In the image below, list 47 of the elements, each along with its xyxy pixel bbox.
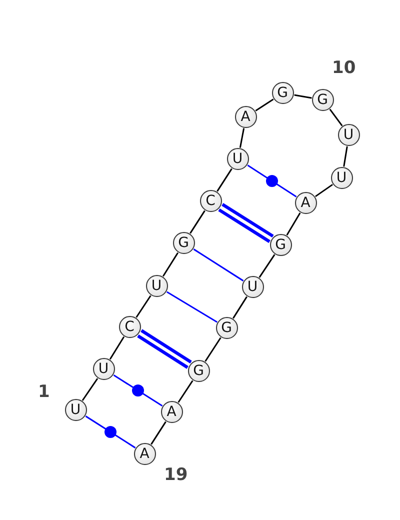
backbone-line — [178, 380, 194, 403]
nucleotide-circle: A — [134, 442, 156, 464]
backbone-line — [190, 210, 206, 234]
backbone-line — [216, 168, 232, 192]
base-pair-line — [217, 202, 275, 244]
position-number: 1 — [38, 382, 50, 402]
position-number: 19 — [164, 465, 188, 485]
nucleotide-circle: C — [200, 190, 222, 212]
nucleotide-circle: U — [226, 148, 248, 170]
base-pair-line — [247, 164, 297, 198]
backbone-line — [136, 295, 152, 318]
backbone-line — [109, 336, 125, 360]
base-pair-line — [136, 328, 193, 370]
nucleotide-circle: A — [160, 400, 182, 422]
backbone-line — [239, 128, 245, 148]
backbone-line — [315, 184, 333, 198]
backbone-line — [286, 212, 301, 236]
nucleotide-circle: C — [118, 316, 140, 338]
nucleotide-circle: U — [330, 166, 352, 188]
backbone-line — [162, 252, 179, 277]
nucleotide-circle: G — [216, 316, 238, 338]
base-pair-line — [85, 416, 136, 448]
backbone-line — [294, 94, 312, 99]
backbone-line — [343, 146, 348, 167]
nucleotide-circle: U — [338, 124, 360, 146]
base-pair-line — [113, 374, 163, 406]
nucleotide-circle: U — [92, 358, 114, 380]
nucleotide-circle: G — [188, 360, 210, 382]
nucleotide-circle: A — [294, 192, 316, 214]
nucleotide-circle: U — [242, 276, 264, 298]
nucleotide-circle: G — [172, 232, 194, 254]
nucleotide-circle: G — [270, 234, 292, 256]
backbone-line — [204, 337, 222, 362]
nucleotide-circle: U — [64, 398, 86, 420]
position-number: 10 — [332, 58, 356, 78]
backbone-line — [255, 98, 274, 112]
nucleotide-circle: G — [312, 88, 334, 110]
base-pair-line — [166, 291, 218, 323]
backbone-line — [150, 421, 166, 445]
backbone-line — [232, 296, 248, 319]
nucleotide-circle: G — [272, 82, 294, 104]
backbone-line — [82, 378, 98, 401]
nucleotide-circle: U — [146, 274, 168, 296]
backbone-line — [258, 254, 276, 278]
backbone-line — [329, 108, 343, 126]
nucleotide-circle: A — [234, 106, 256, 128]
base-pair-line — [193, 248, 244, 282]
